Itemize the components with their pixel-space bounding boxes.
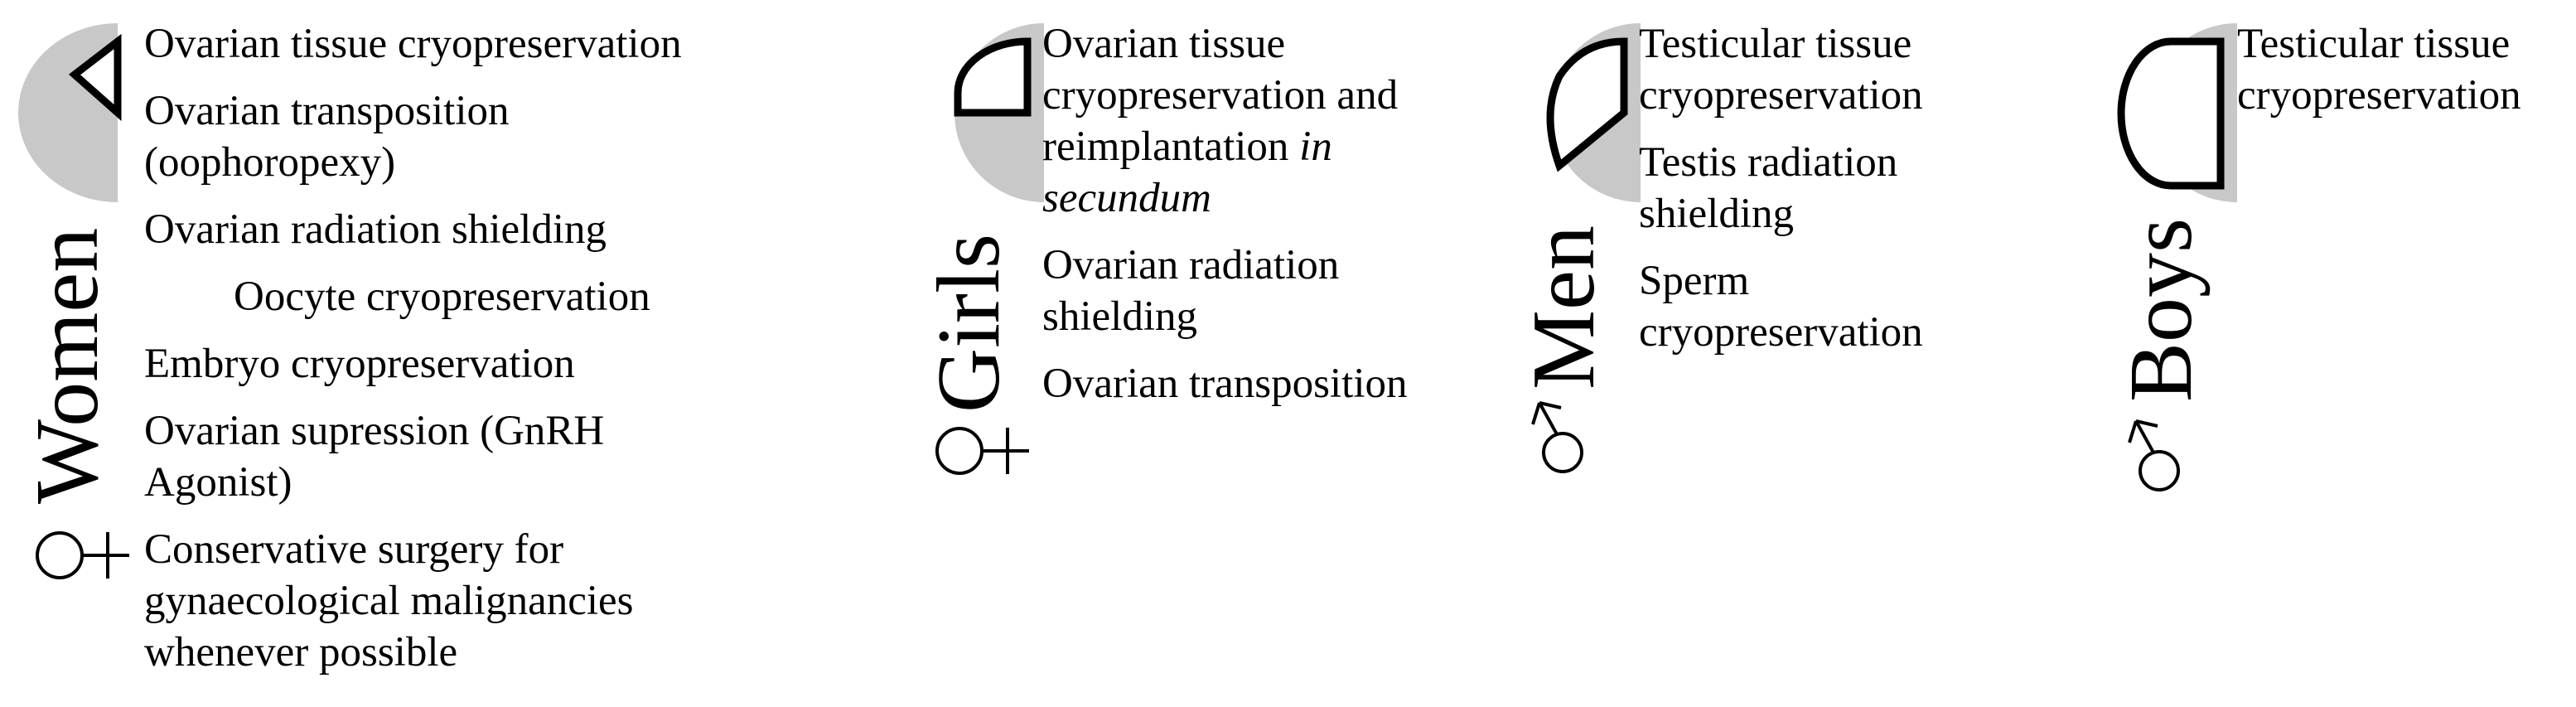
list-item: Ovarian radiation shielding bbox=[144, 206, 607, 253]
list-item: Ovarian transposition bbox=[1042, 361, 1408, 407]
list-item: Ovarian supression (GnRH Agonist) bbox=[144, 408, 605, 506]
group-men: Men Testicular tissue cryopreservation T… bbox=[1498, 0, 2095, 707]
group-boys: Boys Testicular tissue cryopreservation bbox=[2095, 0, 2575, 707]
list-item: Embryo cryopreservation bbox=[144, 341, 575, 387]
options-list: Testicular tissue cryopreservation Testi… bbox=[1639, 18, 1987, 374]
list-item: Ovarian transposition (oophoropexy) bbox=[144, 88, 510, 186]
emblem-girls-icon bbox=[954, 23, 1044, 202]
list-item: Testicular tissue cryopreservation bbox=[1639, 21, 1923, 119]
emblem-men-icon bbox=[1546, 23, 1641, 202]
female-symbol-icon bbox=[36, 531, 129, 579]
options-list: Testicular tissue cryopreservation bbox=[2237, 18, 2569, 137]
options-list: Ovarian tissue cryopreservation Ovarian … bbox=[144, 18, 807, 694]
list-item: Sperm cryopreservation bbox=[1639, 258, 1923, 356]
group-label: Boys bbox=[2112, 217, 2211, 402]
emblem-boys-icon bbox=[2117, 23, 2237, 202]
italic-note: in secundum bbox=[1042, 123, 1332, 221]
list-item: Ovarian radiation shielding bbox=[1042, 242, 1340, 340]
male-symbol-icon bbox=[1531, 401, 1583, 473]
list-item: Oocyte cryopreservation bbox=[234, 274, 650, 320]
options-list: Ovarian tissue cryopreservation and reim… bbox=[1042, 18, 1423, 425]
list-item: Ovarian tissue cryopreservation and reim… bbox=[1042, 21, 1399, 221]
list-item: Testicular tissue cryopreservation bbox=[2237, 21, 2521, 119]
list-item: Testis radiation shielding bbox=[1639, 139, 1898, 237]
group-label: Women bbox=[18, 227, 117, 504]
female-symbol-icon bbox=[935, 427, 1029, 475]
group-label: Girls bbox=[920, 234, 1018, 413]
list-item: Ovarian tissue cryopreservation bbox=[144, 21, 682, 67]
emblem-women-icon bbox=[18, 23, 122, 202]
list-item: Conservative surgery for gynaecological … bbox=[144, 526, 634, 676]
group-label: Men bbox=[1515, 225, 1613, 390]
group-women: Women Ovarian tissue cryopreservation Ov… bbox=[0, 0, 829, 707]
group-girls: Girls Ovarian tissue cryopreservation an… bbox=[901, 0, 1498, 707]
male-symbol-icon bbox=[2128, 419, 2180, 492]
